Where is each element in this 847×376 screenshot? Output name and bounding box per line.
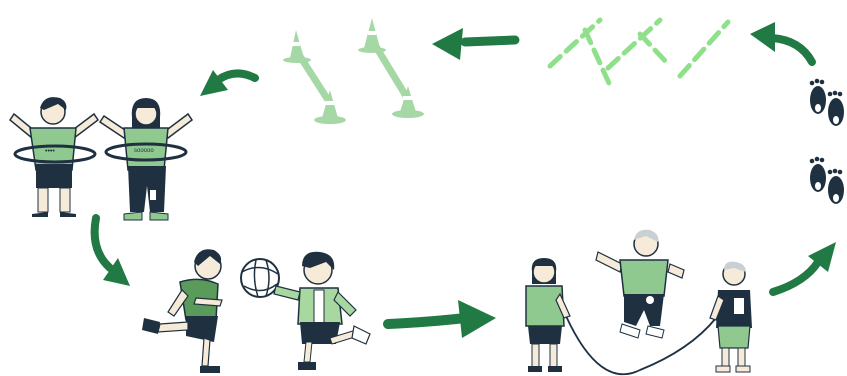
cone [392,86,424,118]
arrow-curve-feet-to-dashes [750,22,816,66]
running-boy [142,249,223,373]
hoop-boy: •••• [8,97,100,217]
cone [358,18,386,53]
rope-boy [709,261,752,373]
cone [314,90,346,124]
cones-slalom-icon [283,18,424,124]
arrow-curve-cones-to-hoops [200,69,259,96]
footprint-pair-bottom [809,156,844,204]
hoop-shirt-text: sooooo [134,148,154,154]
hula-hoop-kids: •••• sooooo [8,97,194,221]
hoop-shirt-text: •••• [45,148,55,155]
footprint-pair-top [809,78,844,126]
kicking-boy [273,251,371,370]
arrow-left-top [432,28,520,60]
arrow-right-bottom [383,300,496,338]
cone [283,30,311,63]
hoop-girl: sooooo [98,98,194,221]
rope-girl [525,258,571,372]
cycle-arrows [90,22,836,338]
agility-ladder-dashes [547,17,731,93]
footprints-icon [809,78,844,204]
arrow-curve-rope-to-feet [769,242,836,296]
jump-rope-icon [565,315,717,376]
jump-rope-kids [525,229,752,376]
ball-kick-kids [142,249,371,373]
ball-icon [240,258,280,298]
arrow-curve-hoops-to-ball [90,214,130,286]
jumping-boy [595,229,685,339]
